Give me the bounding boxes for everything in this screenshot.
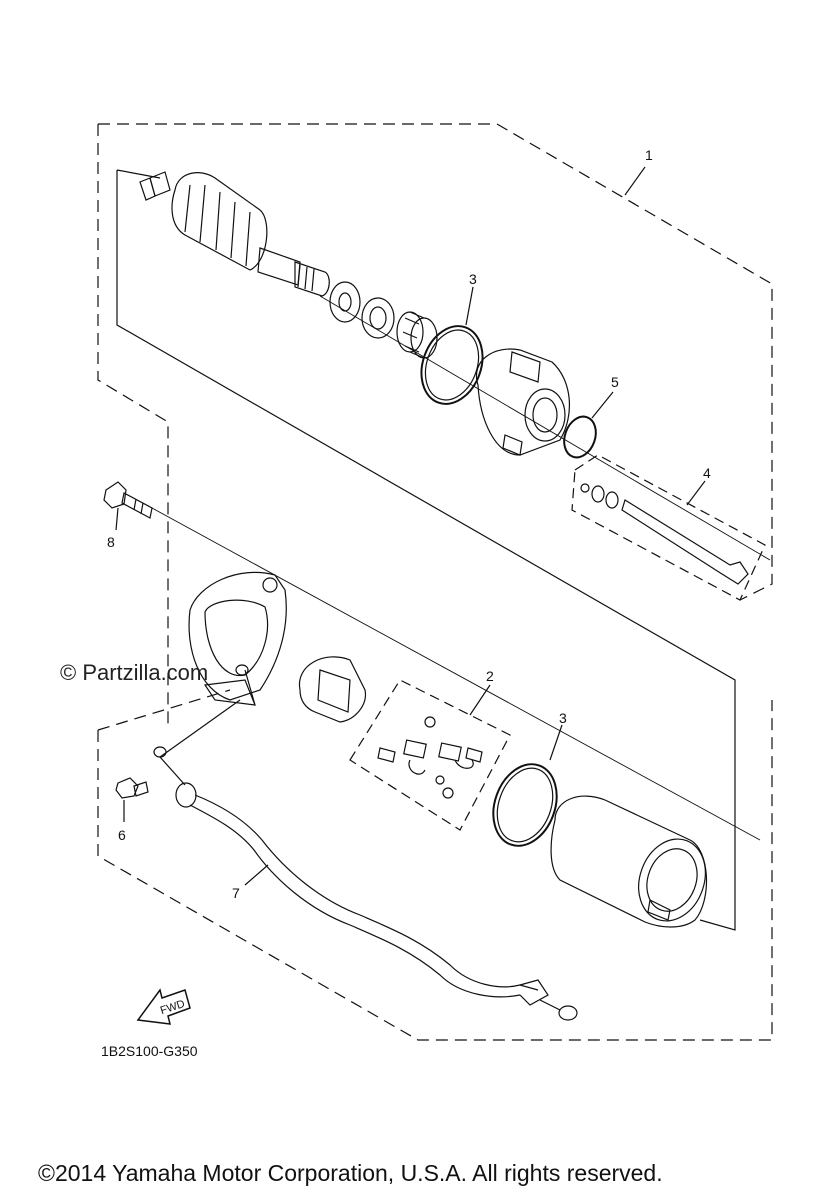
- assembly-boundary-left: [97, 124, 169, 724]
- bolt-8: [103, 481, 761, 841]
- fwd-arrow: FWD: [136, 988, 191, 1025]
- front-cover: [475, 348, 571, 456]
- callout-4: 4: [703, 465, 711, 481]
- assembly-boundary-upper: [98, 123, 773, 601]
- assembly-boundary-lower: [97, 700, 773, 1041]
- needle-bearing: [396, 311, 438, 359]
- o-ring-upper: [420, 325, 484, 405]
- assembly-boundary-lower-top: [97, 689, 231, 731]
- callout-7: 7: [232, 885, 240, 901]
- brush-set-boundary: [349, 679, 511, 831]
- yoke: [550, 795, 707, 928]
- through-bolt: [621, 499, 749, 585]
- callout-6: 6: [118, 827, 126, 843]
- copyright-notice: ©2014 Yamaha Motor Corporation, U.S.A. A…: [38, 1160, 663, 1186]
- callout-3-lower: 3: [559, 710, 567, 726]
- callout-2: 2: [486, 668, 494, 684]
- bolt-set-boundary: [571, 454, 766, 601]
- armature: [139, 171, 330, 297]
- callout-3-upper: 3: [469, 271, 477, 287]
- callout-5: 5: [611, 374, 619, 390]
- diagram-code: 1B2S100-G350: [101, 1043, 198, 1059]
- washer: [329, 281, 361, 323]
- motor-outline: [116, 170, 736, 931]
- screw-6: [115, 777, 149, 799]
- o-ring-lower: [492, 763, 558, 847]
- callout-8: 8: [107, 534, 115, 550]
- brush-holder: [298, 656, 367, 723]
- bearing: [361, 297, 395, 339]
- o-ring-small: [563, 415, 597, 459]
- watermark: © Partzilla.com: [60, 660, 209, 685]
- callout-1: 1: [645, 147, 653, 163]
- lead-wire: [153, 746, 578, 1021]
